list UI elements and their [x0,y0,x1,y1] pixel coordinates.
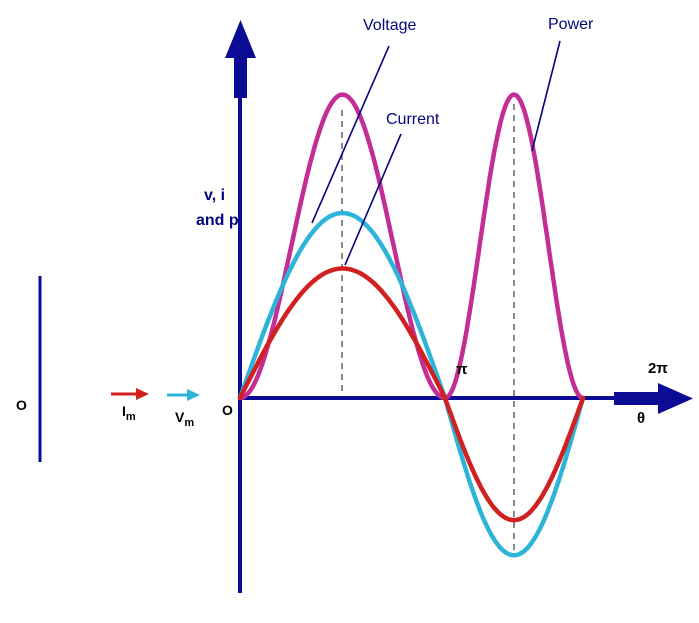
x-axis-arrow [614,383,693,414]
current-leader-line [344,133,402,266]
current-phasor-symbol: I [122,403,126,419]
voltage-phasor-label: Vm [175,410,194,429]
two-pi-tick-label: 2π [648,360,668,377]
voltage-label: Voltage [363,17,417,34]
voltage-leader-line [311,45,390,224]
power-label: Power [548,16,594,33]
voltage-phasor-symbol: V [175,409,185,425]
y-axis-arrow [225,20,256,98]
theta-axis-label: θ [637,410,646,427]
y-axis-label-line1: v, i [204,187,226,204]
curve-voltage [237,210,586,558]
origin-label: O [222,402,233,418]
pi-tick-label: π [456,361,468,378]
waveform-curves [237,92,586,558]
phasor-origin-label: O [16,397,27,413]
voltage-phasor-subscript: m [184,416,195,429]
current-label: Current [386,111,440,128]
curve-power [237,92,586,401]
current-phasor-label: Im [122,404,136,423]
curve-current [237,266,586,523]
power-leader-line [531,40,561,152]
voltage-phasor-arrow [167,389,200,401]
current-phasor-subscript: m [125,410,136,423]
current-phasor-arrow [111,388,149,400]
y-axis-label-line2: and p [196,212,239,229]
